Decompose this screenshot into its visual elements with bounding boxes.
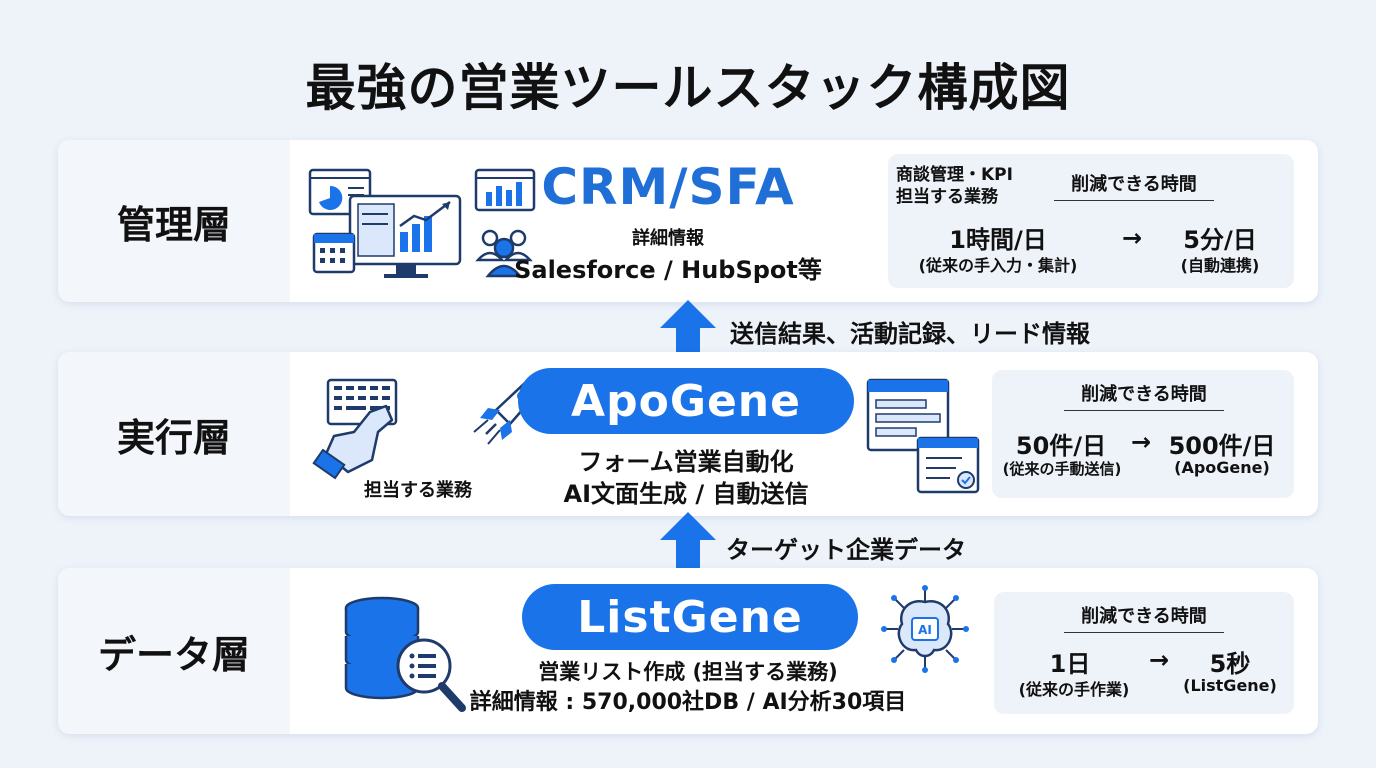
execution-after-value: 500件/日 <box>1168 432 1276 460</box>
lower-flow-label: ターゲット企業データ <box>726 536 966 564</box>
data-before-value: 1日 <box>1049 650 1091 678</box>
dashboard-icon <box>308 168 536 278</box>
management-before-note: (従来の手入力・集計) <box>918 256 1078 275</box>
execution-task-label: 担当する業務 <box>364 480 472 501</box>
data-line2: 詳細情報 : 570,000社DB / AI分析30項目 <box>469 690 907 715</box>
management-after-note: (自動連携) <box>1180 256 1260 275</box>
execution-line1: フォーム営業自動化 <box>578 448 794 476</box>
execution-layer-label: 実行層 <box>116 415 231 460</box>
data-before-note: (従来の手作業) <box>1018 680 1130 699</box>
execution-after-note: (ApoGene) <box>1174 458 1270 477</box>
upper-flow-label: 送信結果、活動記録、リード情報 <box>730 320 1090 348</box>
ai-chip-text: AI <box>918 623 932 637</box>
listgene-pill: ListGene <box>522 584 858 650</box>
data-layer-label: データ層 <box>97 632 250 677</box>
crm-sfa-title: CRM/SFA <box>541 158 795 216</box>
keyboard-hand-icon <box>312 378 398 480</box>
management-task-label-1: 商談管理・KPI <box>896 165 1013 185</box>
execution-arrow: → <box>1130 428 1152 456</box>
crm-detail-text: Salesforce / HubSpot等 <box>514 256 822 284</box>
management-after-value: 5分/日 <box>1183 226 1257 254</box>
database-search-icon <box>344 596 466 712</box>
data-layer: データ層 ListGene 営業リスト作成 (担当する業務) 詳細情報 : 57… <box>58 568 1318 734</box>
management-layer: 管理層 <box>58 140 1318 302</box>
management-task-label-2: 担当する業務 <box>896 187 998 207</box>
execution-before-value: 50件/日 <box>1015 432 1107 460</box>
execution-line2: AI文面生成 / 自動送信 <box>563 480 809 508</box>
management-saving-title: 削減できる時間 <box>1054 170 1214 201</box>
data-arrow: → <box>1148 646 1170 674</box>
management-layer-label-box: 管理層 <box>58 140 290 302</box>
management-arrow: → <box>1121 224 1143 252</box>
crm-detail-label: 詳細情報 <box>632 228 704 249</box>
up-arrow-icon <box>660 300 716 362</box>
up-arrow-icon-2 <box>660 512 716 576</box>
data-layer-label-box: データ層 <box>58 568 290 734</box>
management-saving-panel: 商談管理・KPI 担当する業務 削減できる時間 1時間/日 (従来の手入力・集計… <box>888 154 1294 288</box>
management-layer-label: 管理層 <box>116 202 231 247</box>
execution-before-note: (従来の手動送信) <box>1002 460 1122 478</box>
ai-brain-icon: AI <box>881 585 969 673</box>
execution-saving-panel: 削減できる時間 50件/日 (従来の手動送信) → 500件/日 (ApoGen… <box>992 370 1294 498</box>
form-window-icon <box>866 378 980 494</box>
data-saving-panel: 削減できる時間 1日 (従来の手作業) → 5秒 (ListGene) <box>994 592 1294 714</box>
data-line1: 営業リスト作成 (担当する業務) <box>538 660 838 684</box>
management-before-value: 1時間/日 <box>949 226 1047 254</box>
execution-saving-title: 削減できる時間 <box>1064 380 1224 411</box>
data-after-note: (ListGene) <box>1183 676 1277 695</box>
apogene-pill: ApoGene <box>518 368 854 434</box>
data-saving-title: 削減できる時間 <box>1064 602 1224 633</box>
execution-layer: 実行層 担当する業務 ApoGene フォーム営業自動化 AI文面生成 / 自動… <box>58 352 1318 516</box>
data-after-value: 5秒 <box>1209 650 1251 678</box>
execution-layer-label-box: 実行層 <box>58 352 290 516</box>
page-title: 最強の営業ツールスタック構成図 <box>305 59 1071 117</box>
